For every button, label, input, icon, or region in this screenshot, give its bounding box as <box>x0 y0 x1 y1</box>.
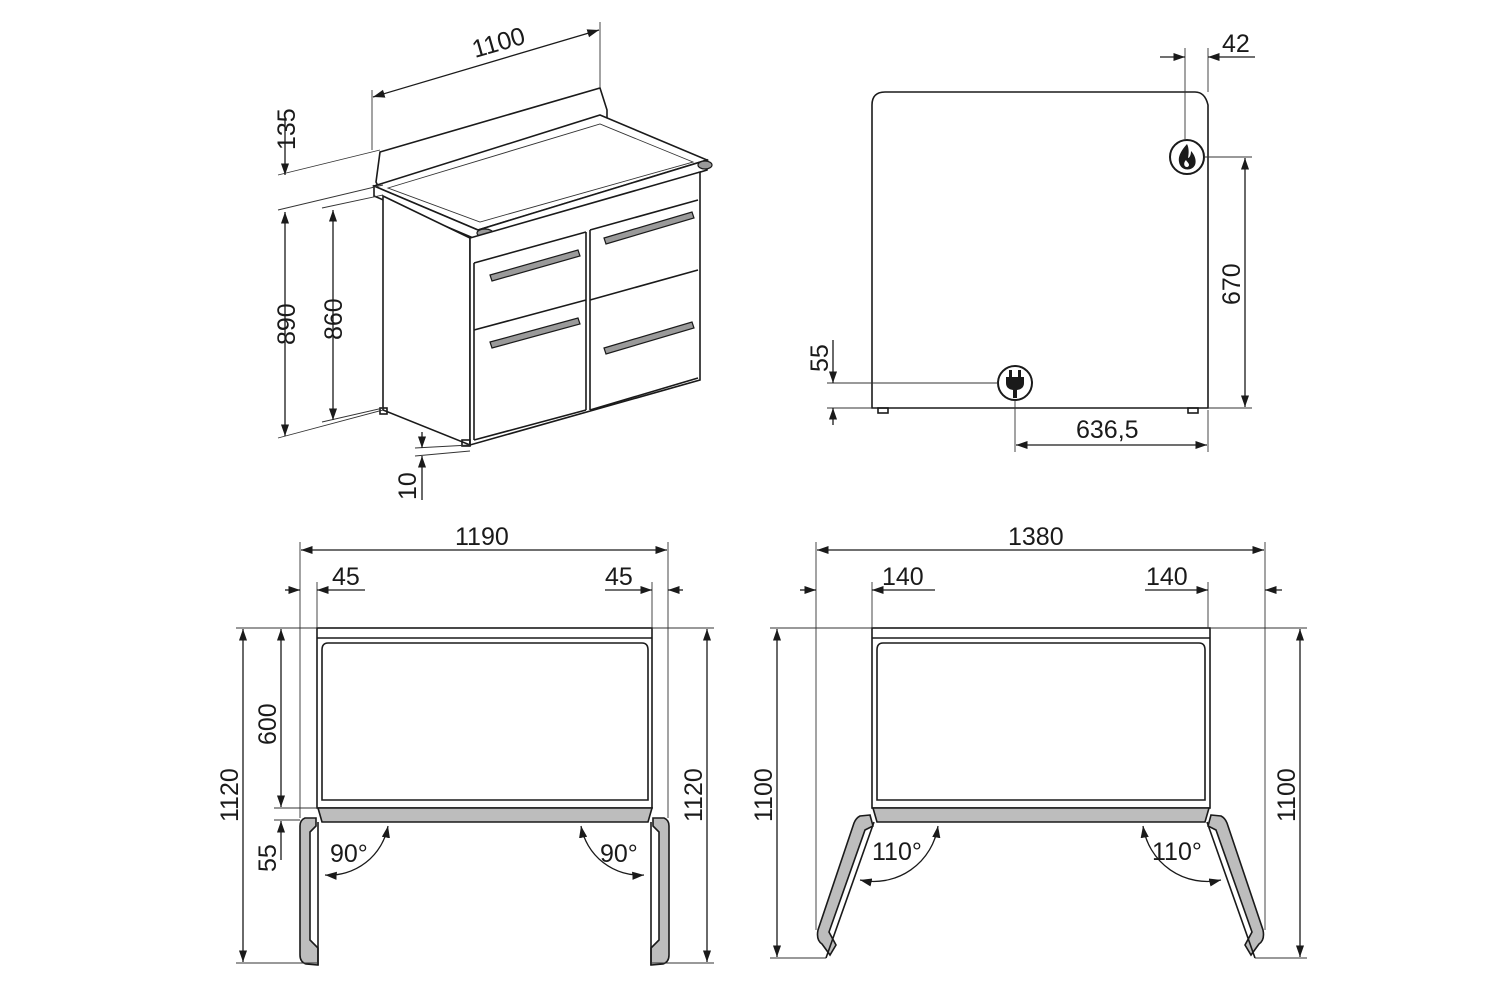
dim-right-margin: 140 <box>1146 563 1188 591</box>
dim-body-height: 860 <box>320 298 348 340</box>
angle-left: 90° <box>330 840 368 868</box>
cooker-front <box>469 170 701 447</box>
top-view-90: 90° 90° 1190 45 45 600 55 1120 1120 <box>216 523 714 966</box>
drawer-handle <box>489 317 581 349</box>
dim-right-total-depth: 1120 <box>680 768 708 822</box>
dim-backsplash: 135 <box>273 108 301 150</box>
cooker-side <box>382 194 471 447</box>
angle-left: 110° <box>872 838 922 866</box>
dim-foot: 10 <box>394 472 422 500</box>
drawer-handle <box>489 249 581 282</box>
drawer-handle <box>603 211 695 245</box>
dim-left-margin: 45 <box>332 563 360 591</box>
dim-electric-height: 55 <box>806 344 834 372</box>
plug-icon <box>997 365 1033 401</box>
cooker-side-outline <box>871 91 1209 409</box>
dim-gas-height: 670 <box>1218 263 1246 305</box>
top-view-110: 110° 110° 1380 140 140 1100 1100 <box>750 523 1307 959</box>
right-door-open <box>650 817 670 966</box>
angle-right: 110° <box>1152 838 1202 866</box>
dim-left-total-depth: 1120 <box>216 768 244 822</box>
left-door-open <box>299 817 319 966</box>
dim-overall-width: 1190 <box>455 523 509 551</box>
flame-icon <box>1169 139 1205 175</box>
dim-door-gap: 55 <box>254 844 282 872</box>
dim-overall-width: 1380 <box>1008 523 1064 551</box>
dim-width: 1100 <box>469 22 528 64</box>
dim-electric-offset: 636,5 <box>1076 416 1139 444</box>
dim-depth: 600 <box>254 703 282 745</box>
dim-right-margin: 45 <box>605 563 633 591</box>
cooker-top-outline <box>316 627 653 809</box>
angle-right: 90° <box>600 840 638 868</box>
left-door-open <box>816 814 874 957</box>
dim-gas-offset: 42 <box>1222 30 1250 58</box>
cooker-top-outline <box>871 627 1211 809</box>
dim-total-height: 890 <box>273 303 301 345</box>
right-door-open <box>1207 814 1265 957</box>
dim-right-total-depth: 1100 <box>1273 768 1301 822</box>
dim-left-total-depth: 1100 <box>750 768 778 822</box>
perspective-view: 1100 135 890 860 10 <box>273 22 713 500</box>
side-view: 42 670 55 636,5 <box>806 30 1255 452</box>
drawer-handle <box>603 321 695 355</box>
dim-left-margin: 140 <box>882 563 924 591</box>
